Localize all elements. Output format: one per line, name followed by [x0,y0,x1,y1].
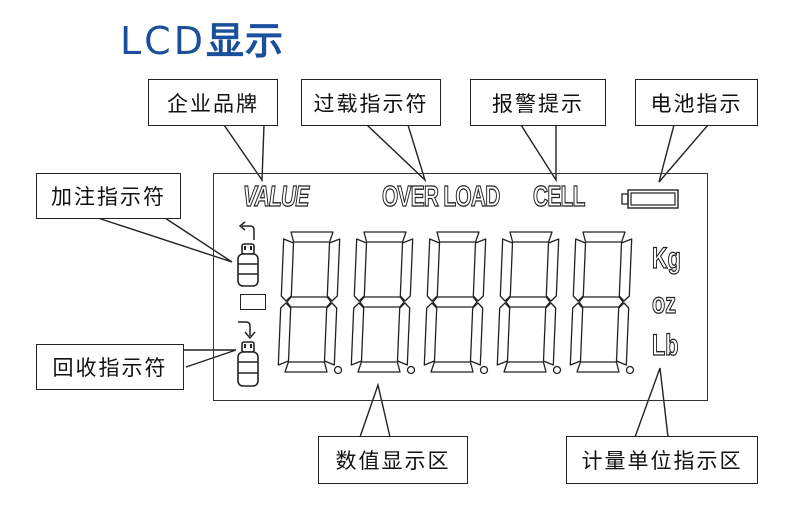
segment-e [350,302,365,366]
segment-d [357,361,401,373]
segment-e [423,302,438,366]
segment-a [582,231,626,243]
callout-digits: 数值显示区 [318,436,468,484]
segment-c [396,302,411,366]
decimal-point [406,365,416,375]
callout-brand-label: 企业品牌 [167,91,259,116]
title-cn: 显示 [205,19,284,63]
leader-overload [366,124,427,183]
digit [350,231,414,373]
callout-units: 计量单位指示区 [566,436,758,484]
segment-g [432,296,478,308]
segment-b [618,238,633,302]
segment-a [509,231,553,243]
segment-f [499,238,514,302]
segment-b [545,238,560,302]
segment-g [359,296,405,308]
callout-brand: 企业品牌 [148,79,278,126]
leader-brand [223,124,265,183]
segment-e [569,302,584,366]
digit-display [277,231,635,375]
callout-alarm-label: 报警提示 [492,91,584,116]
brand-logo: VALUE [243,180,310,213]
segment-c [542,302,557,366]
segment-e [277,302,292,366]
segment-a [290,231,334,243]
segment-g [286,296,332,308]
leader-alarm [520,124,557,183]
title-latin: LCD [120,19,206,63]
overload-indicator: OVER LOAD [382,180,501,213]
segment-c [615,302,630,366]
callout-digits-label: 数值显示区 [335,449,451,473]
leader-battery [658,124,709,183]
segment-d [284,361,328,373]
callout-recover: 回收指示符 [36,344,184,390]
segment-c [469,302,484,366]
callout-overload: 过载指示符 [301,79,441,126]
decimal-point [552,365,562,375]
callout-units-label: 计量单位指示区 [581,449,743,473]
segment-d [503,361,547,373]
unit-lb: Lb [652,329,679,362]
segment-a [363,231,407,243]
lcd-panel [213,173,708,401]
leader-digits [359,382,391,438]
segment-f [353,238,368,302]
callout-charge-label: 加注指示符 [51,185,166,209]
segment-d [576,361,620,373]
leader-recover [184,349,237,368]
decimal-point [479,365,489,375]
segment-d [430,361,474,373]
segment-f [280,238,295,302]
callout-charge: 加注指示符 [36,173,181,219]
callout-battery-label: 电池指示 [650,91,743,116]
callout-overload-label: 过载指示符 [313,91,429,116]
unit-oz: oz [652,287,677,320]
callout-battery: 电池指示 [635,79,758,126]
segment-g [578,296,624,308]
decimal-point [625,365,635,375]
segment-b [399,238,414,302]
page-title: LCD显示 [120,18,284,64]
unit-kg: Kg [652,242,682,275]
segment-c [323,302,338,366]
segment-g [505,296,551,308]
callout-recover-label: 回收指示符 [52,356,168,380]
segment-f [426,238,441,302]
digit [277,231,341,373]
callout-alarm: 报警提示 [470,79,606,126]
digit [496,231,560,373]
segment-b [326,238,341,302]
status-segment [240,294,266,310]
cell-indicator: CELL [533,180,586,213]
digit [569,231,633,373]
digit [423,231,487,373]
refrigerant-tank-charge-icon [237,221,259,287]
refrigerant-tank-recover-icon [237,321,259,387]
leader-units [634,367,669,438]
segment-b [472,238,487,302]
leader-charge [97,217,233,263]
battery-icon [621,189,679,209]
segment-e [496,302,511,366]
segment-a [436,231,480,243]
segment-f [572,238,587,302]
decimal-point [333,365,343,375]
